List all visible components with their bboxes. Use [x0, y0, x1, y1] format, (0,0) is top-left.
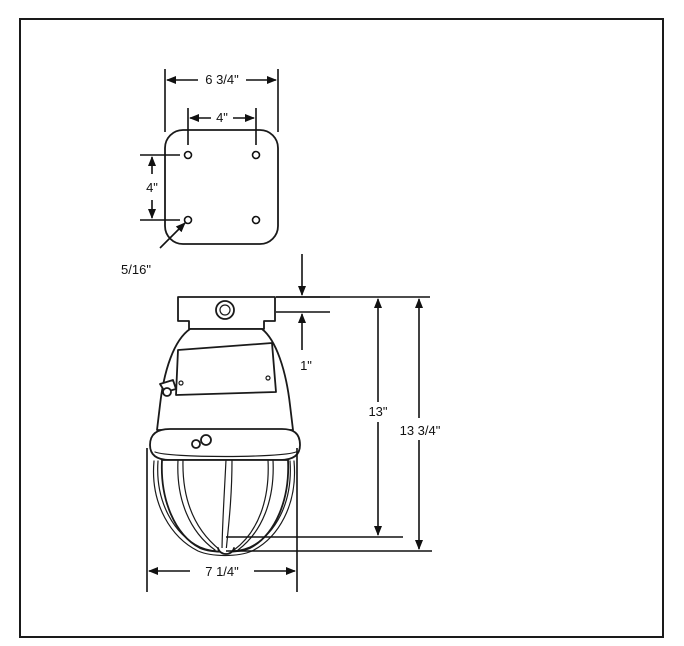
hole-spacing-horizontal-dimension: 4": [187, 108, 257, 145]
overall-height-label: 13 3/4": [400, 423, 441, 438]
nameplate: [175, 342, 277, 396]
hole-diameter-leader: 5/16": [121, 222, 186, 277]
fixture-width-dimension: 7 1/4": [146, 448, 298, 592]
mounting-hole: [183, 150, 193, 160]
hole-spacing-vertical-label: 4": [146, 180, 158, 195]
drawing-frame: [19, 18, 664, 638]
hole-spacing-horizontal-label: 4": [216, 110, 228, 125]
conduit-hub: [215, 300, 235, 320]
hole-spacing-vertical-dimension: 4": [140, 154, 180, 221]
mounting-hole: [183, 215, 193, 225]
plate-width-label: 6 3/4": [205, 72, 239, 87]
overall-height-dimension: 13 3/4": [226, 298, 441, 552]
body-height-dimension: 13": [226, 296, 430, 538]
mounting-hole: [251, 150, 261, 160]
mounting-hole: [251, 215, 261, 225]
fixture-side-view: [149, 296, 301, 557]
mounting-plate: [164, 129, 279, 245]
guard-rod: [233, 459, 269, 551]
plate-width-dimension: 6 3/4": [164, 69, 279, 132]
flange-screw: [200, 434, 212, 446]
body-height-label: 13": [368, 404, 387, 419]
guard-rod: [177, 459, 216, 551]
guard-outer-ring: [152, 460, 296, 557]
hole-diameter-label: 5/16": [121, 262, 151, 277]
flange-screw: [191, 439, 201, 449]
mounting-plate-view: [164, 129, 279, 245]
cap-height-label: 1": [300, 358, 312, 373]
fixture-width-label: 7 1/4": [205, 564, 239, 579]
guard-rod: [221, 459, 227, 553]
